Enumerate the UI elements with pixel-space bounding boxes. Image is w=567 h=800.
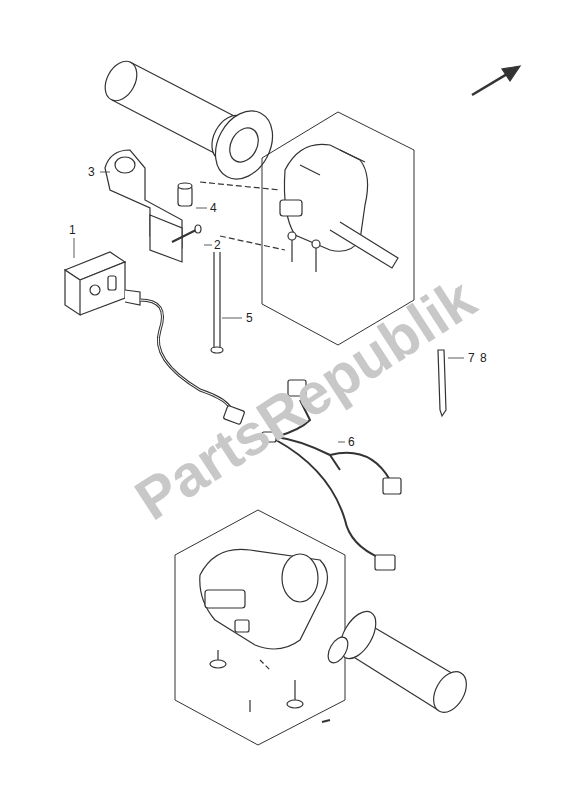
callout-number: 1 (69, 224, 76, 236)
callout-number: 5 (246, 312, 253, 324)
callout-number: 8 (480, 352, 487, 364)
watermark: PartsRepublik (123, 264, 487, 533)
callout-number: 7 (468, 352, 475, 364)
callout-number: 6 (348, 436, 355, 448)
callout-number: 4 (210, 202, 217, 214)
callout-number: 2 (214, 239, 221, 251)
callout-number: 3 (88, 166, 95, 178)
